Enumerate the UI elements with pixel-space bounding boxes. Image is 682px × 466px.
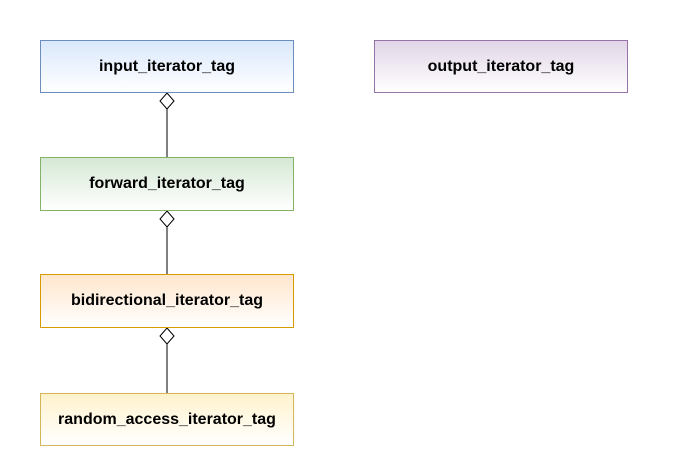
node-label: bidirectional_iterator_tag [70,292,264,309]
node-label: random_access_iterator_tag [58,410,276,428]
node-output-iterator-tag[interactable]: output_iterator_tag [374,40,628,93]
aggregation-diamond-icon [159,210,175,228]
node-forward-iterator-tag[interactable]: forward_iterator_tag [40,157,294,211]
node-random-access-iterator-tag[interactable]: random_access_iterator_tag [40,393,294,446]
node-label: input_iterator_tag [98,57,235,75]
aggregation-diamond-icon [159,92,175,110]
node-label: forward_iterator_tag [89,175,245,192]
node-bidirectional-iterator-tag[interactable]: bidirectional_iterator_tag [40,274,294,328]
aggregation-diamond-icon [159,327,175,345]
node-label: output_iterator_tag [427,57,575,75]
node-input-iterator-tag[interactable]: input_iterator_tag [40,40,294,93]
